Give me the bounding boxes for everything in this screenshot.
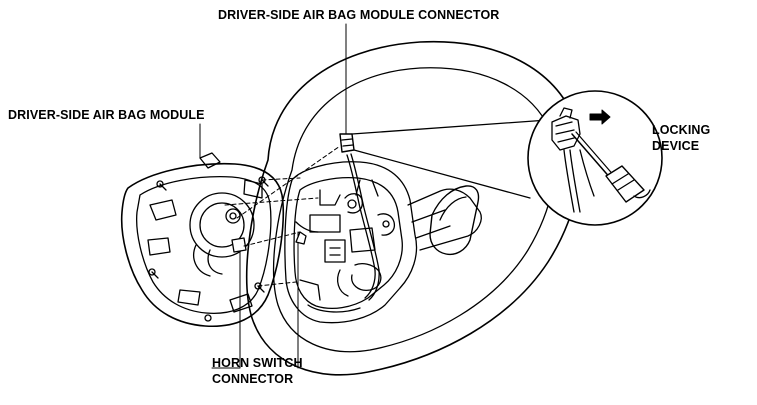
detail-callout-wedge: [351, 119, 549, 199]
label-horn-switch-connector-line1: HORN SWITCH: [212, 356, 303, 370]
locking-device-detail: [527, 90, 663, 226]
airbag-wiring-harness: [346, 153, 380, 301]
airbag-connector-block: [339, 133, 355, 153]
label-locking-device-line2: DEVICE: [652, 139, 700, 153]
label-airbag-module: DRIVER-SIDE AIR BAG MODULE: [8, 108, 205, 122]
steering-wheel-hub: [284, 161, 482, 324]
steering-wheel-rim: [245, 40, 582, 376]
label-horn-switch-connector-line2: CONNECTOR: [212, 372, 294, 386]
assembly-guide-lines: [224, 145, 341, 287]
label-locking-device-line1: LOCKING: [652, 123, 711, 137]
label-airbag-module-connector: DRIVER-SIDE AIR BAG MODULE CONNECTOR: [218, 8, 500, 22]
column-wiring: [295, 221, 319, 245]
airbag-module: [120, 152, 285, 328]
